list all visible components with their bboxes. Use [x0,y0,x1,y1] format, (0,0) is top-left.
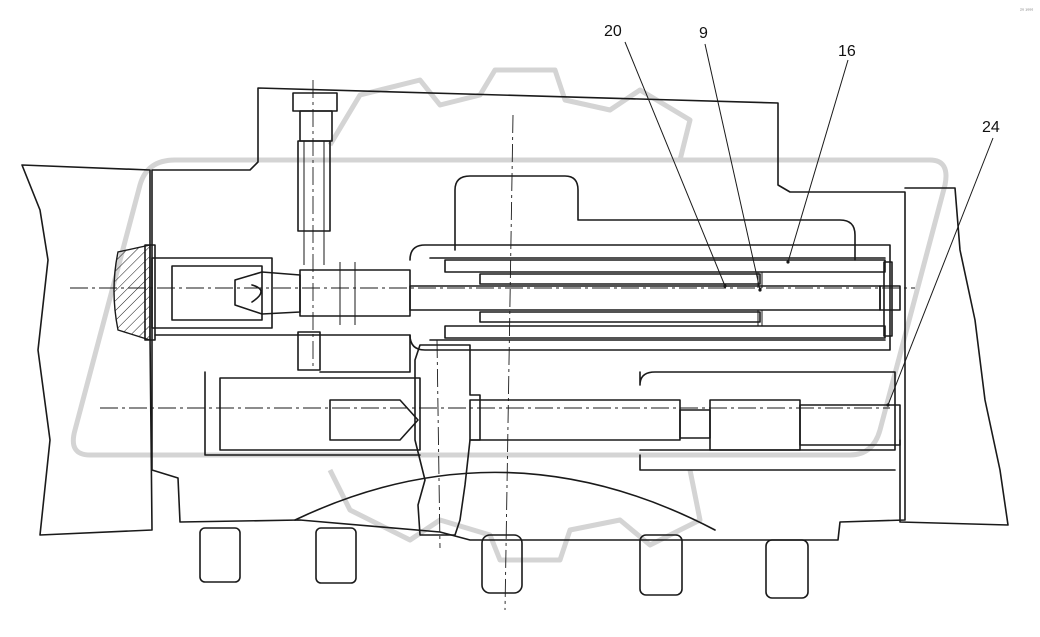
callout-label-24: 24 [982,119,1000,136]
left-spool-assembly [151,257,411,373]
left-end-flange [144,244,156,341]
right-mounting-block [899,187,1009,526]
corner-mark: ₂₀ ₁₀₀₀ [1020,6,1033,12]
valve-housing [151,87,906,541]
callout-label-20: 20 [604,23,622,40]
vertical-lever [414,344,481,536]
callout-label-16: 16 [838,43,856,60]
center-lines [70,80,915,611]
right-spool-bore [409,244,901,351]
upper-boss [454,175,856,261]
left-end-cap [113,244,151,341]
callout-label-9: 9 [699,25,708,42]
watermark-logo [70,67,949,563]
lower-piston-assembly [204,371,901,471]
left-mounting-block [21,164,153,536]
top-plug [292,92,338,265]
mounting-studs [199,527,809,599]
leader-lines [624,41,994,407]
bottom-arc [294,471,716,531]
